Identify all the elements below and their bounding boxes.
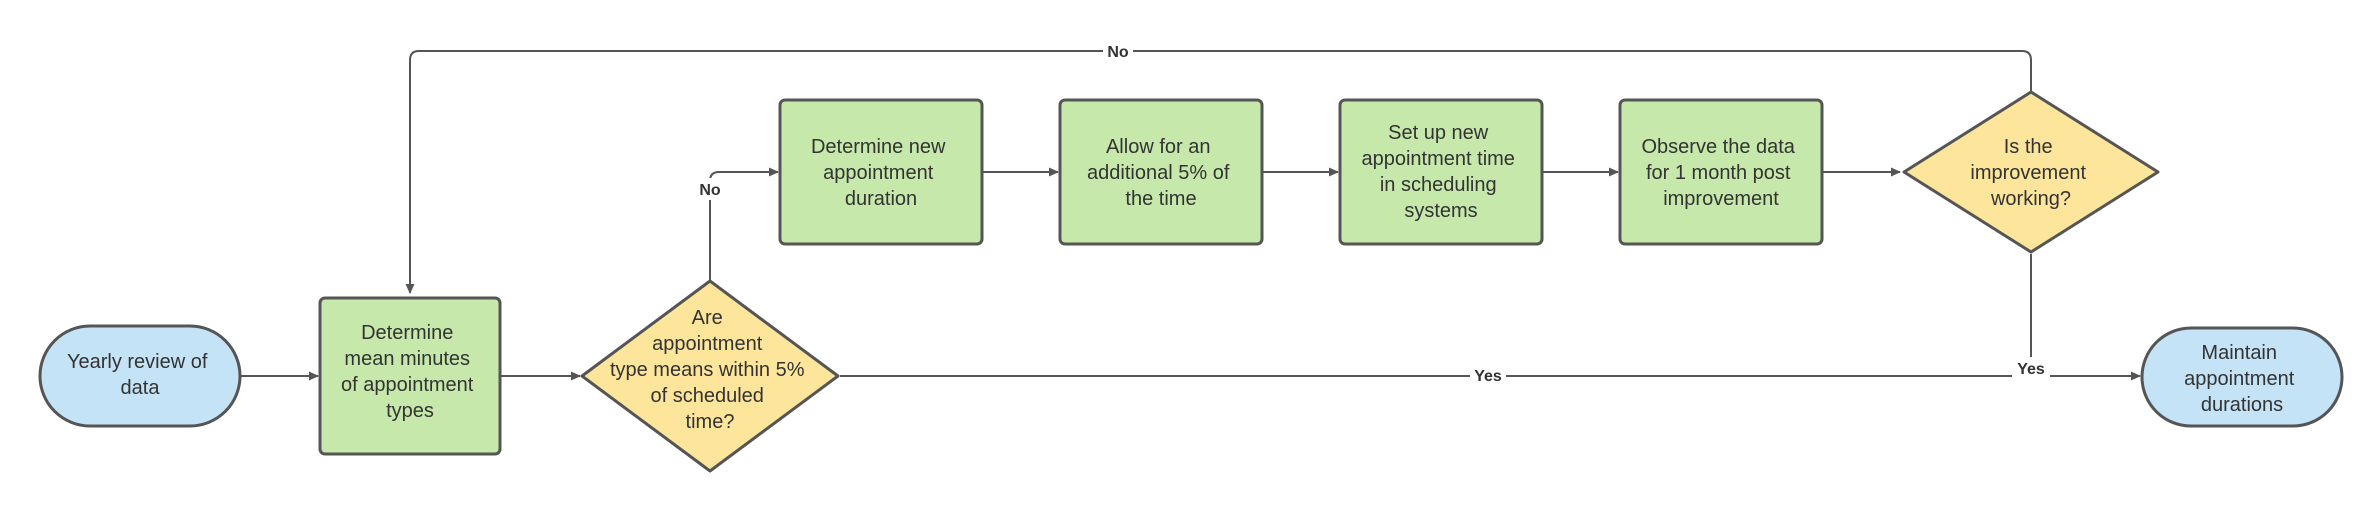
determine-mean-minutes-line: types: [386, 400, 434, 422]
set-up-appointment-time-shape: [1338, 98, 1544, 246]
decision-within-five-percent-shape: [580, 279, 840, 473]
observe-data-shape: [1618, 98, 1824, 246]
decision-improvement-working-line: improvement: [1970, 162, 2086, 184]
set-up-appointment-time-process: Set up new appointment time in schedulin…: [1338, 98, 1544, 246]
determine-mean-minutes-label: Determine mean minutes of appointment ty…: [341, 322, 479, 422]
start-terminal-label: Yearly review of data: [67, 351, 213, 399]
edge-label-within-yes-text: Yes: [1474, 368, 1502, 385]
allow-additional-time-line: the time: [1125, 188, 1196, 210]
end-terminal-line: appointment: [2184, 368, 2295, 390]
decision-within-five-percent-line: Are: [692, 307, 723, 329]
start-terminal-shape: [38, 324, 242, 428]
allow-additional-time-process: Allow for an additional 5% of the time: [1058, 98, 1264, 246]
decision-improvement-working-shape: [1902, 90, 2160, 254]
determine-new-duration-label: Determine new appointment duration: [811, 136, 951, 210]
edge-label-within-no-text: No: [699, 182, 721, 199]
allow-additional-time-line: Allow for an: [1106, 136, 1211, 158]
decision-improvement-working-label: Is the improvement working?: [1970, 136, 2091, 210]
decision-within-five-percent-line: appointment: [652, 333, 763, 355]
start-terminal: Yearly review of data: [38, 324, 242, 428]
determine-mean-minutes-process: Determine mean minutes of appointment ty…: [318, 296, 502, 456]
observe-data-process: Observe the data for 1 month post improv…: [1618, 98, 1824, 246]
determine-new-duration-line: Determine new: [811, 136, 946, 158]
decision-improvement-working: Is the improvement working?: [1902, 90, 2160, 254]
start-terminal-line: Yearly review of: [67, 351, 208, 373]
set-up-appointment-time-line: systems: [1404, 200, 1477, 222]
end-terminal-shape: [2140, 326, 2344, 428]
end-terminal-line: Maintain: [2201, 342, 2277, 364]
determine-new-duration-process: Determine new appointment duration: [778, 98, 984, 246]
decision-improvement-working-line: working?: [1990, 188, 2071, 210]
edge-label-loop-no-text: No: [1107, 44, 1129, 61]
determine-mean-minutes-line: Determine: [361, 322, 453, 344]
decision-within-five-percent: Are appointment type means within 5% of …: [580, 279, 840, 473]
end-terminal: Maintain appointment durations: [2140, 326, 2344, 428]
determine-new-duration-shape: [778, 98, 984, 246]
determine-mean-minutes-shape: [318, 296, 502, 456]
decision-within-five-percent-line: type means within 5%: [610, 359, 805, 381]
edge-label-working-yes-text: Yes: [2017, 361, 2045, 378]
allow-additional-time-label: Allow for an additional 5% of the time: [1087, 136, 1235, 210]
edge-label-within-no: No: [695, 178, 725, 200]
end-terminal-label: Maintain appointment durations: [2184, 342, 2300, 416]
observe-data-line: improvement: [1663, 188, 1779, 210]
end-terminal-line: durations: [2201, 394, 2283, 416]
decision-within-five-percent-line: of scheduled: [651, 385, 764, 407]
decision-improvement-working-line: Is the: [2004, 136, 2053, 158]
set-up-appointment-time-line: Set up new: [1388, 122, 1489, 144]
edge-label-within-yes: Yes: [1470, 364, 1506, 386]
determine-mean-minutes-line: mean minutes: [344, 348, 470, 370]
set-up-appointment-time-line: appointment time: [1362, 148, 1515, 170]
set-up-appointment-time-line: in scheduling: [1380, 174, 1497, 196]
allow-additional-time-shape: [1058, 98, 1264, 246]
start-terminal-line: data: [121, 377, 161, 399]
observe-data-label: Observe the data for 1 month post improv…: [1642, 136, 1801, 210]
edge-label-working-yes: Yes: [2012, 357, 2050, 379]
determine-mean-minutes-line: of appointment: [341, 374, 474, 396]
connector-decision-working-no-loop: [405, 50, 2032, 294]
edge-labels: No No Yes Yes: [695, 40, 2050, 386]
determine-new-duration-line: duration: [845, 188, 917, 210]
decision-within-five-percent-label: Are appointment type means within 5% of …: [610, 307, 810, 433]
allow-additional-time-line: additional 5% of: [1087, 162, 1230, 184]
observe-data-line: for 1 month post: [1646, 162, 1791, 184]
set-up-appointment-time-label: Set up new appointment time in schedulin…: [1362, 122, 1521, 222]
determine-new-duration-line: appointment: [823, 162, 934, 184]
edge-label-loop-no: No: [1103, 40, 1133, 62]
nodes: Yearly review of data Determine mean min…: [38, 90, 2344, 473]
observe-data-line: Observe the data: [1642, 136, 1796, 158]
decision-within-five-percent-line: time?: [686, 411, 735, 433]
